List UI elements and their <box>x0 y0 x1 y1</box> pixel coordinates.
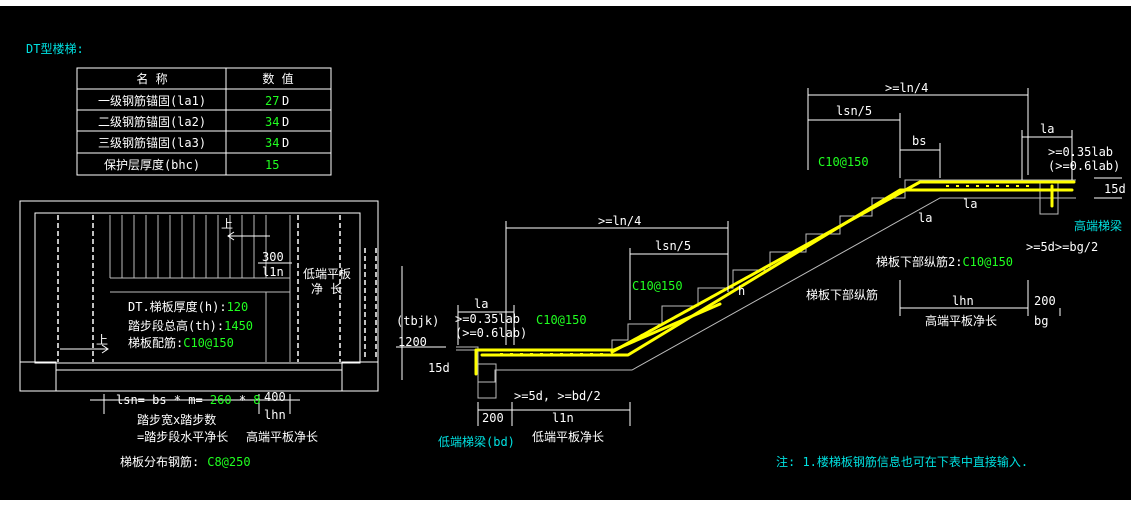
lsn-formula: lsn= bs * m= <box>116 393 210 407</box>
dim-l1n: l1n <box>552 411 574 425</box>
distribution-rebar-label: 梯板分布钢筋: <box>120 454 199 469</box>
lsn-mult: * <box>232 393 254 407</box>
dim-1200: 1200 <box>398 335 427 349</box>
dim-06lab-top: (>=0.6lab) <box>1048 159 1120 173</box>
dim-la-left: la <box>474 297 488 311</box>
plan-dim-400: 400 <box>264 390 286 404</box>
step-desc: 踏步宽x踏步数 <box>137 412 216 427</box>
bs-value[interactable]: 260 <box>210 393 232 407</box>
plan-high-platform: 高端平板净长 <box>246 429 318 444</box>
dim-06lab-left: (>=0.6lab) <box>455 326 527 340</box>
high-beam-label: 高端梯梁 <box>1074 218 1122 233</box>
top-rebar-value[interactable]: C10@150 <box>818 155 869 169</box>
dim-bg: bg <box>1034 314 1048 328</box>
plan-up-label: 上 <box>221 217 233 231</box>
dim-035lab-left: >=0.35lab <box>455 312 520 326</box>
table-row-unit: D <box>282 136 289 150</box>
table-header-name: 名 称 <box>136 71 167 86</box>
dim-la-top: la <box>1040 122 1054 136</box>
dim-15d-left: 15d <box>428 361 450 375</box>
rebar-value[interactable]: C10@150 <box>183 336 234 350</box>
drawing-background <box>0 6 1131 500</box>
dim-200-right: 200 <box>1034 294 1056 308</box>
dim-bs: bs <box>912 134 926 148</box>
table-row-name: 三级钢筋锚固(la3) <box>98 135 206 150</box>
step-desc: =踏步段水平净长 <box>137 429 228 444</box>
dim-035lab-top: >=0.35lab <box>1048 145 1113 159</box>
low-beam-label: 低端梯梁(bd) <box>438 434 515 449</box>
bg-rule: >=5d>=bg/2 <box>1026 240 1098 254</box>
dim-ln4-top: >=ln/4 <box>885 81 928 95</box>
table-row-value[interactable]: 27 <box>265 94 279 108</box>
low-platform-label: 低端平板净长 <box>532 430 604 444</box>
lower-rebar-label: 梯板下部纵筋 <box>806 287 878 302</box>
lower-rebar2-label: 梯板下部纵筋2: <box>876 254 962 269</box>
table-row-value[interactable]: 34 <box>265 136 279 150</box>
svg-text:DT.梯板厚度(h):120: DT.梯板厚度(h):120 <box>128 299 248 314</box>
dim-lhn: lhn <box>952 294 974 308</box>
plan-low-platform: 净 长 <box>311 282 342 296</box>
svg-text:梯板配筋:C10@150: 梯板配筋:C10@150 <box>128 335 234 350</box>
table-row-value[interactable]: 15 <box>265 158 279 172</box>
dim-la-mid: la <box>918 211 932 225</box>
distribution-rebar-value[interactable]: C8@250 <box>207 455 250 469</box>
dim-ln4-mid: >=ln/4 <box>598 214 641 228</box>
stair-type-title: DT型楼梯: <box>26 41 84 56</box>
high-platform-label: 高端平板净长 <box>925 313 997 328</box>
thickness-label: DT.梯板厚度(h): <box>128 299 227 314</box>
table-header-value: 数 值 <box>262 71 293 86</box>
table-row-name: 一级钢筋锚固(la1) <box>98 93 206 108</box>
note-text: 注: 1.楼梯板钢筋信息也可在下表中直接输入. <box>776 454 1028 469</box>
dim-lsn5-top: lsn/5 <box>836 104 872 118</box>
table-row-value[interactable]: 34 <box>265 115 279 129</box>
lower-rebar2-value[interactable]: C10@150 <box>962 255 1013 269</box>
dim-lsn5-mid: lsn/5 <box>655 239 691 253</box>
svg-text:踏步段总高(th):1450: 踏步段总高(th):1450 <box>128 318 253 333</box>
dim-la-mid: la <box>963 197 977 211</box>
dim-tbjk: (tbjk) <box>396 314 439 328</box>
rebar-label: 梯板配筋: <box>128 335 183 350</box>
thickness-value[interactable]: 120 <box>227 300 249 314</box>
left-rebar-value[interactable]: C10@150 <box>536 313 587 327</box>
svg-text:梯板下部纵筋2:C10@150: 梯板下部纵筋2:C10@150 <box>876 254 1013 269</box>
dim-h: h <box>738 284 745 298</box>
dim-200-left: 200 <box>482 411 504 425</box>
plan-dim-lhn: lhn <box>264 408 286 422</box>
stair-section-view: >=ln/4 lsn/5 bs la >=0.35lab (>=0.6lab) … <box>396 81 1126 449</box>
svg-text:梯板分布钢筋:C8@250: 梯板分布钢筋: C8@250 <box>120 454 251 469</box>
dim-15d-right: 15d <box>1104 182 1126 196</box>
table-row-unit: D <box>282 94 289 108</box>
height-value[interactable]: 1450 <box>224 319 253 333</box>
table-row-name: 保护层厚度(bhc) <box>104 157 200 172</box>
height-label: 踏步段总高(th): <box>128 318 224 333</box>
step-count-value[interactable]: 8 <box>253 393 260 407</box>
anchorage-table: 名 称 数 值 一级钢筋锚固(la1) 27 D 二级钢筋锚固(la2) 34 … <box>76 67 332 176</box>
plan-up-label: 上 <box>96 333 108 347</box>
bd-rule: >=5d, >=bd/2 <box>514 389 601 403</box>
svg-text:lsn= bs * m= 260 * 8: lsn= bs * m= 260 * 8 <box>116 393 261 407</box>
table-row-unit: D <box>282 115 289 129</box>
mid-rebar-value[interactable]: C10@150 <box>632 279 683 293</box>
plan-low-platform: 低端平板 <box>303 267 351 281</box>
plan-dim-300: 300 <box>262 250 284 264</box>
stair-plan-view: 上 上 300 l1n 低端平板 净 长 DT.梯板厚度(h):120 踏步段总… <box>19 200 379 469</box>
plan-dim-l1n: l1n <box>262 265 284 279</box>
table-row-name: 二级钢筋锚固(la2) <box>98 114 206 129</box>
